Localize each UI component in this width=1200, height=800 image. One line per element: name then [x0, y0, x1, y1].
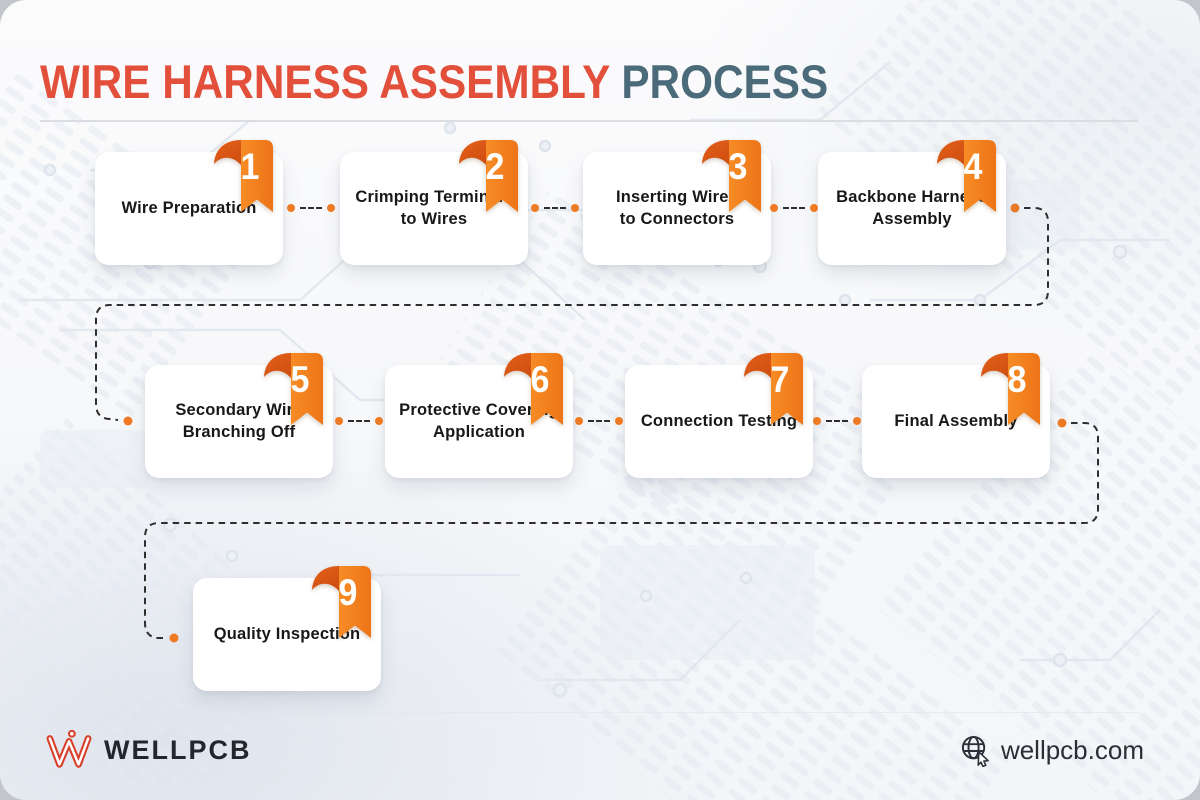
step-card-1: 1 Wire Preparation [95, 140, 283, 265]
step-number: 8 [1007, 359, 1027, 400]
step-5-ribbon-icon: 5 [259, 351, 327, 429]
connector-1-2 [287, 204, 335, 212]
wellpcb-logo: WELLPCB [44, 728, 251, 772]
step-3-ribbon-icon: 3 [697, 138, 765, 216]
connector-6-7 [575, 417, 623, 425]
connector-7-8 [813, 417, 861, 425]
step-card-5: 5 Secondary Wire Branching Off [145, 353, 333, 478]
step-number: 2 [485, 146, 505, 187]
step-number: 9 [338, 572, 358, 613]
globe-cursor-icon [961, 735, 989, 767]
step-8-ribbon-icon: 8 [976, 351, 1044, 429]
website-block: wellpcb.com [960, 734, 1144, 767]
step-number: 1 [240, 146, 260, 187]
step-4-ribbon-icon: 4 [932, 138, 1000, 216]
step-card-8: 8 Final Assembly [862, 353, 1050, 478]
connector-2-3 [531, 204, 579, 212]
wellpcb-w-icon [46, 729, 92, 768]
step-card-2: 2 Crimping Terminals to Wires [340, 140, 528, 265]
step-number: 5 [290, 359, 310, 400]
brand-name: WELLPCB [104, 734, 252, 765]
step-card-9: 9 Quality Inspection [193, 566, 381, 691]
step-number: 7 [770, 359, 790, 400]
step-2-ribbon-icon: 2 [454, 138, 522, 216]
step-6-ribbon-icon: 6 [499, 351, 567, 429]
step-number: 3 [728, 146, 748, 187]
step-9-ribbon-icon: 9 [307, 564, 375, 642]
step-card-6: 6 Protective Covering Application [385, 353, 573, 478]
page-title: WIRE HARNESS ASSEMBLY PROCESS [40, 54, 828, 109]
step-number: 6 [530, 359, 550, 400]
page-title-secondary: PROCESS [621, 55, 829, 108]
title-divider [40, 120, 1138, 122]
connector-5-6 [335, 417, 383, 425]
step-number: 4 [963, 146, 983, 187]
step-1-ribbon-icon: 1 [209, 138, 277, 216]
step-card-7: 7 Connection Testing [625, 353, 813, 478]
footer-divider [42, 712, 1140, 713]
step-7-ribbon-icon: 7 [739, 351, 807, 429]
step-card-4: 4 Backbone Harness Assembly [818, 140, 1006, 265]
page-title-primary: WIRE HARNESS ASSEMBLY [40, 55, 622, 108]
website-link[interactable]: wellpcb.com [1000, 735, 1144, 765]
connector-3-4 [770, 204, 818, 212]
step-card-3: 3 Inserting Wires to Connectors [583, 140, 771, 265]
